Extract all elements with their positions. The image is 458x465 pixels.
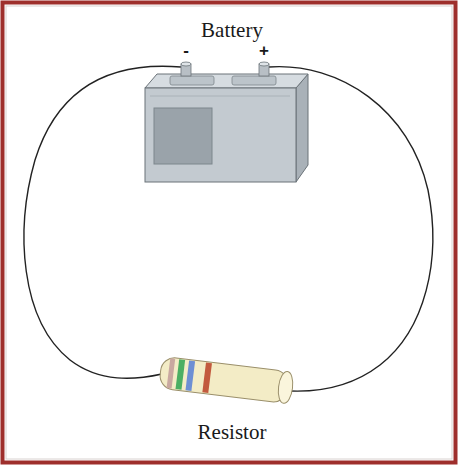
resistor-label: Resistor <box>198 420 267 445</box>
battery-label: Battery <box>201 18 263 43</box>
frame-inner <box>6 6 452 459</box>
terminal-sign: - <box>183 41 189 61</box>
battery-symbol <box>145 62 308 182</box>
terminal-sign: + <box>259 41 269 61</box>
frame-border <box>3 3 456 463</box>
resistor-symbol <box>159 356 295 404</box>
